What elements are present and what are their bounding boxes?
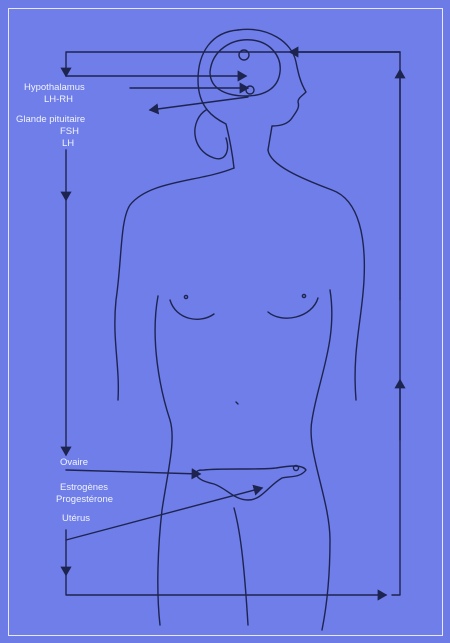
nipple-right	[302, 294, 305, 297]
pituitary-node	[246, 86, 254, 94]
hair-bun	[195, 110, 228, 159]
label-estrogenes: Estrogènes	[60, 483, 108, 493]
feedback-loop-top	[66, 52, 400, 76]
arrow-ovary	[66, 470, 200, 474]
navel	[236, 402, 238, 404]
shoulder-right	[268, 150, 364, 400]
label-progesterone: Progestérone	[56, 495, 113, 505]
breast-left	[170, 300, 214, 319]
breast-right	[268, 298, 318, 318]
label-uterus: Utérus	[62, 514, 90, 524]
label-fsh: FSH	[60, 127, 79, 137]
arrow-pituitary-out	[150, 97, 248, 110]
leg-divide	[234, 508, 248, 625]
uterus	[196, 466, 306, 500]
nipple-left	[184, 295, 187, 298]
face-profile	[238, 29, 306, 150]
feedback-loop-right	[290, 52, 400, 595]
label-lh: LH	[62, 139, 74, 149]
arrow-left-bottom	[66, 575, 386, 595]
shoulder-left	[115, 168, 234, 400]
waist-right	[311, 290, 332, 630]
waist-left	[155, 296, 172, 625]
label-glande-pituitaire: Glande pituitaire	[16, 115, 85, 125]
label-lh-rh: LH-RH	[44, 95, 73, 105]
label-hypothalamus: Hypothalamus	[24, 83, 85, 93]
label-ovaire: Ovaire	[60, 458, 88, 468]
